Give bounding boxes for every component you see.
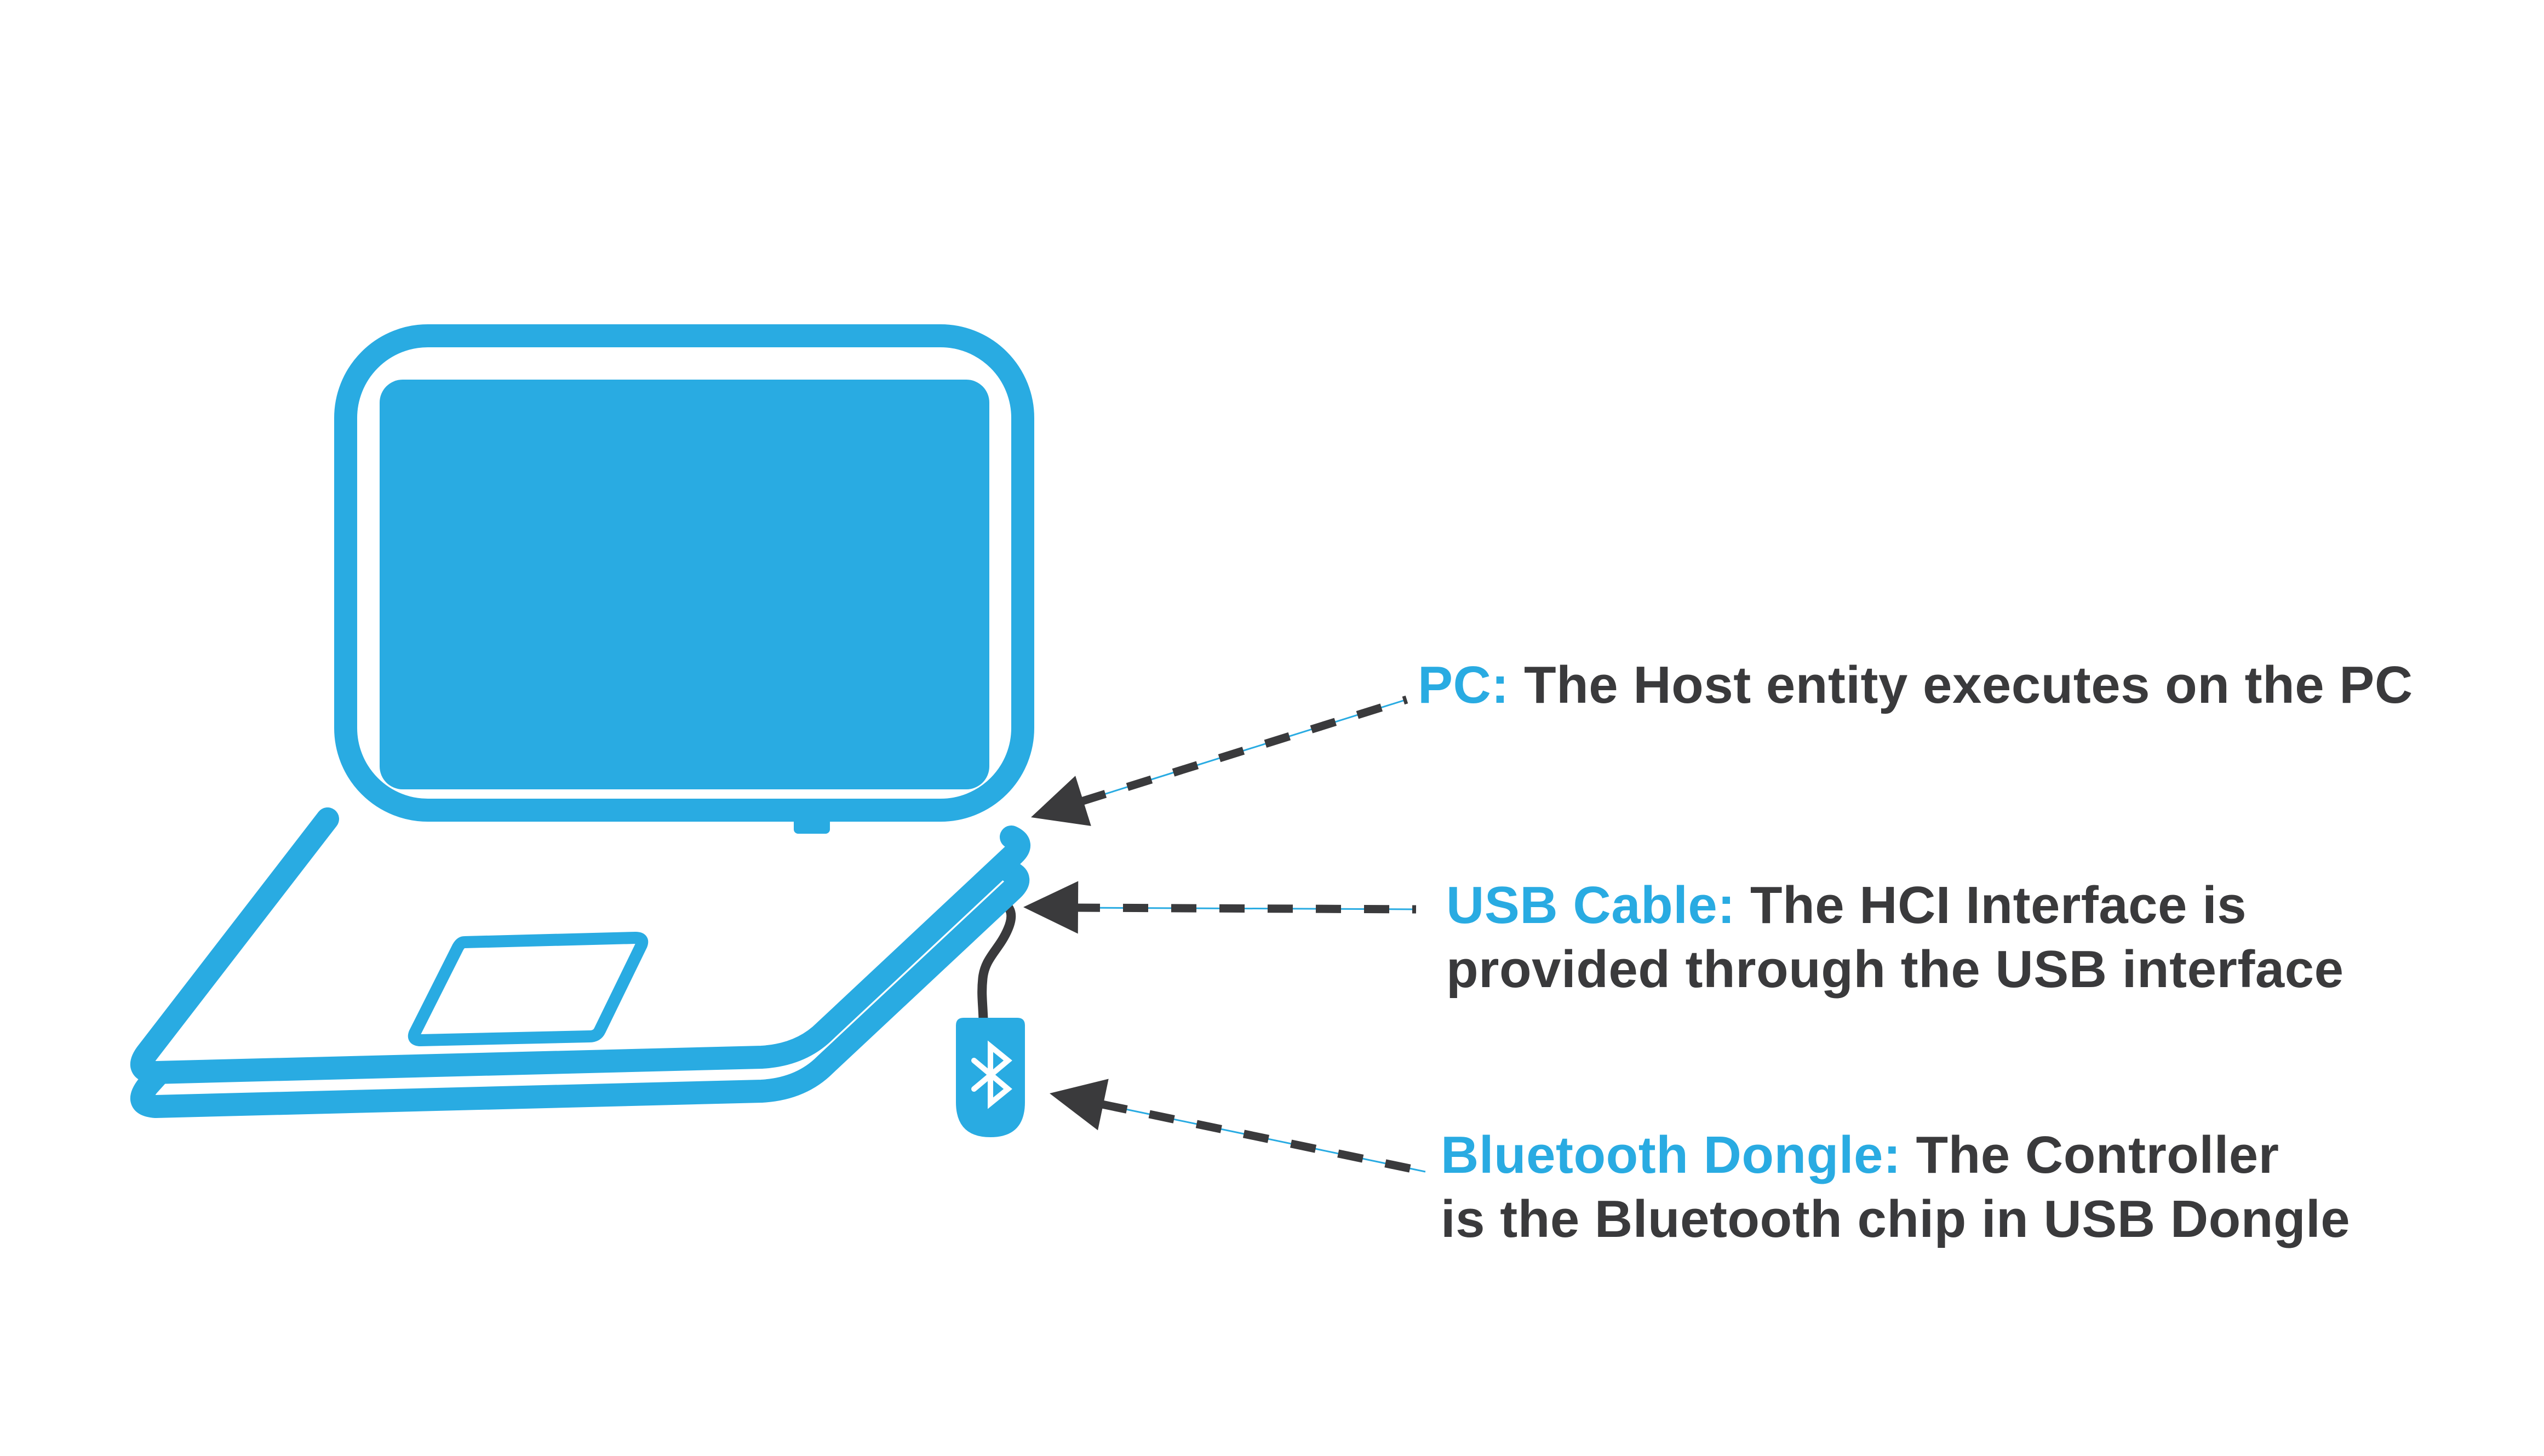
label-usb-text1: The HCI Interface is (1735, 876, 2247, 935)
laptop-screen (380, 380, 989, 789)
label-pc-term: PC: (1418, 656, 1509, 714)
laptop-base-outline (130, 807, 1030, 1084)
label-usb-term: USB Cable: (1446, 876, 1735, 935)
arrow-pc (1031, 695, 1408, 826)
label-usb-cable: USB Cable: The HCI Interface is provided… (1446, 873, 2344, 1001)
label-bt-text1: The Controller (1901, 1126, 2279, 1184)
label-usb-line2: provided through the USB interface (1446, 940, 2344, 999)
arrow-bt (1050, 1079, 1426, 1176)
label-bt-line1: Bluetooth Dongle: The Controller (1441, 1123, 2350, 1187)
bluetooth-icon (971, 1040, 1012, 1109)
label-pc: PC: The Host entity executes on the PC (1418, 653, 2413, 717)
hinge-tab (794, 811, 830, 834)
label-bluetooth-dongle: Bluetooth Dongle: The Controller is the … (1441, 1123, 2350, 1251)
label-bt-line2: is the Bluetooth chip in USB Dongle (1441, 1190, 2351, 1248)
touchpad (408, 932, 649, 1046)
label-usb-line1: USB Cable: The HCI Interface is (1446, 873, 2344, 937)
label-pc-text1: The Host entity executes on the PC (1509, 656, 2413, 714)
arrow-usb (1023, 881, 1417, 934)
label-pc-line1: PC: The Host entity executes on the PC (1418, 653, 2413, 717)
label-bt-term: Bluetooth Dongle: (1441, 1126, 1901, 1184)
